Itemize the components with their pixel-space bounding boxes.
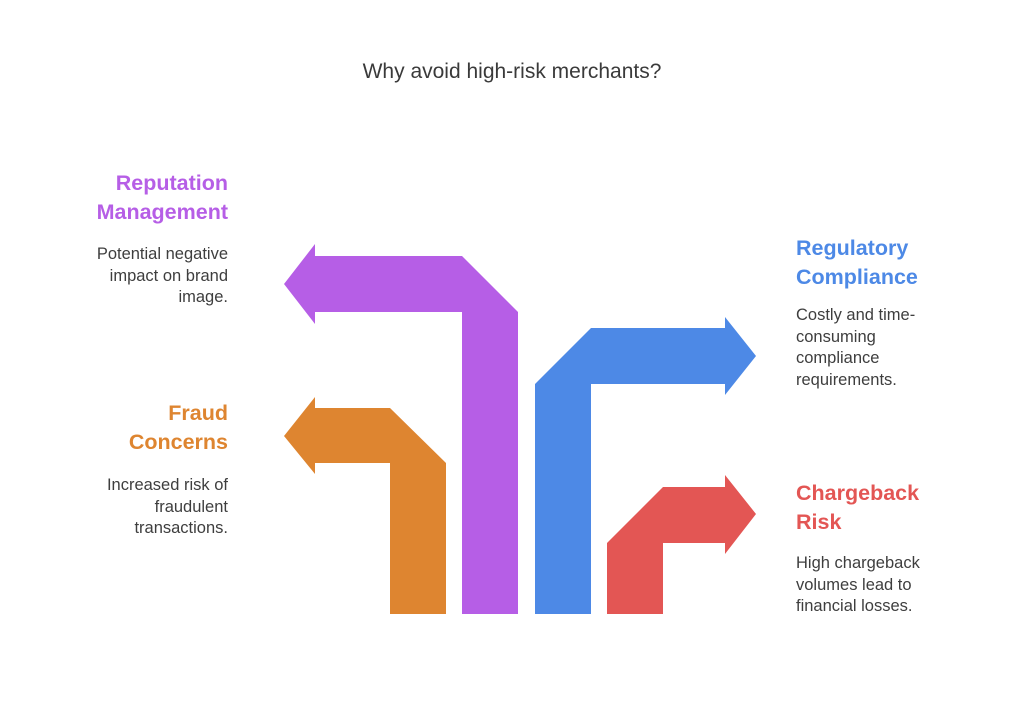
regulatory-arrow-head [535,317,756,395]
chargeback-heading-line: Chargeback [796,481,920,505]
fraud-heading-line: Fraud [168,401,228,425]
fraud-arrow-head [284,397,446,474]
reputation-arrow-shaft [462,312,518,614]
chargeback-description-line: High chargeback [796,554,920,572]
reputation-description-line: image. [178,288,228,306]
regulatory-heading: Regulatory Compliance [796,234,918,292]
fraud-description-line: Increased risk of [106,476,228,494]
chargeback-heading-line: Risk [796,510,842,534]
regulatory-heading-line: Regulatory [796,236,909,260]
fraud-description: Increased risk of fraudulent transaction… [107,475,228,540]
chargeback-description: High chargeback volumes lead to financia… [796,553,920,618]
reputation-heading-line: Reputation [115,171,228,195]
regulatory-description-line: requirements. [796,370,897,389]
chargeback-arrow-shaft [607,543,663,614]
fraud-description-line: fraudulent [154,497,228,516]
fraud-heading: Fraud Concerns [129,399,228,457]
fraud-heading-line: Concerns [128,430,228,454]
regulatory-description-line: compliance [796,349,880,367]
chargeback-arrow [607,475,756,614]
reputation-description: Potential negative impact on brand image… [97,244,228,309]
diagram-title: Why avoid high-risk merchants? [362,60,662,83]
regulatory-arrow [535,317,756,614]
reputation-heading: Reputation Management [97,169,228,227]
reputation-arrow-head [284,244,518,324]
regulatory-description-line: consuming [796,327,876,346]
regulatory-arrow-shaft [535,384,591,614]
chargeback-heading: Chargeback Risk [796,479,919,537]
regulatory-description-line: Costly and time- [796,306,916,324]
chargeback-arrow-head [607,475,756,554]
reputation-heading-line: Management [96,200,228,224]
chargeback-description-line: volumes lead to [796,575,912,594]
fraud-arrow-shaft [390,463,446,614]
chargeback-description-line: financial losses. [796,597,913,615]
regulatory-description: Costly and time- consuming compliance re… [796,305,915,391]
reputation-arrow [284,244,518,614]
reputation-description-line: impact on brand [109,266,228,285]
fraud-description-line: transactions. [134,519,228,537]
regulatory-heading-line: Compliance [796,265,918,289]
reputation-description-line: Potential negative [96,245,228,263]
fraud-arrow [284,397,446,614]
